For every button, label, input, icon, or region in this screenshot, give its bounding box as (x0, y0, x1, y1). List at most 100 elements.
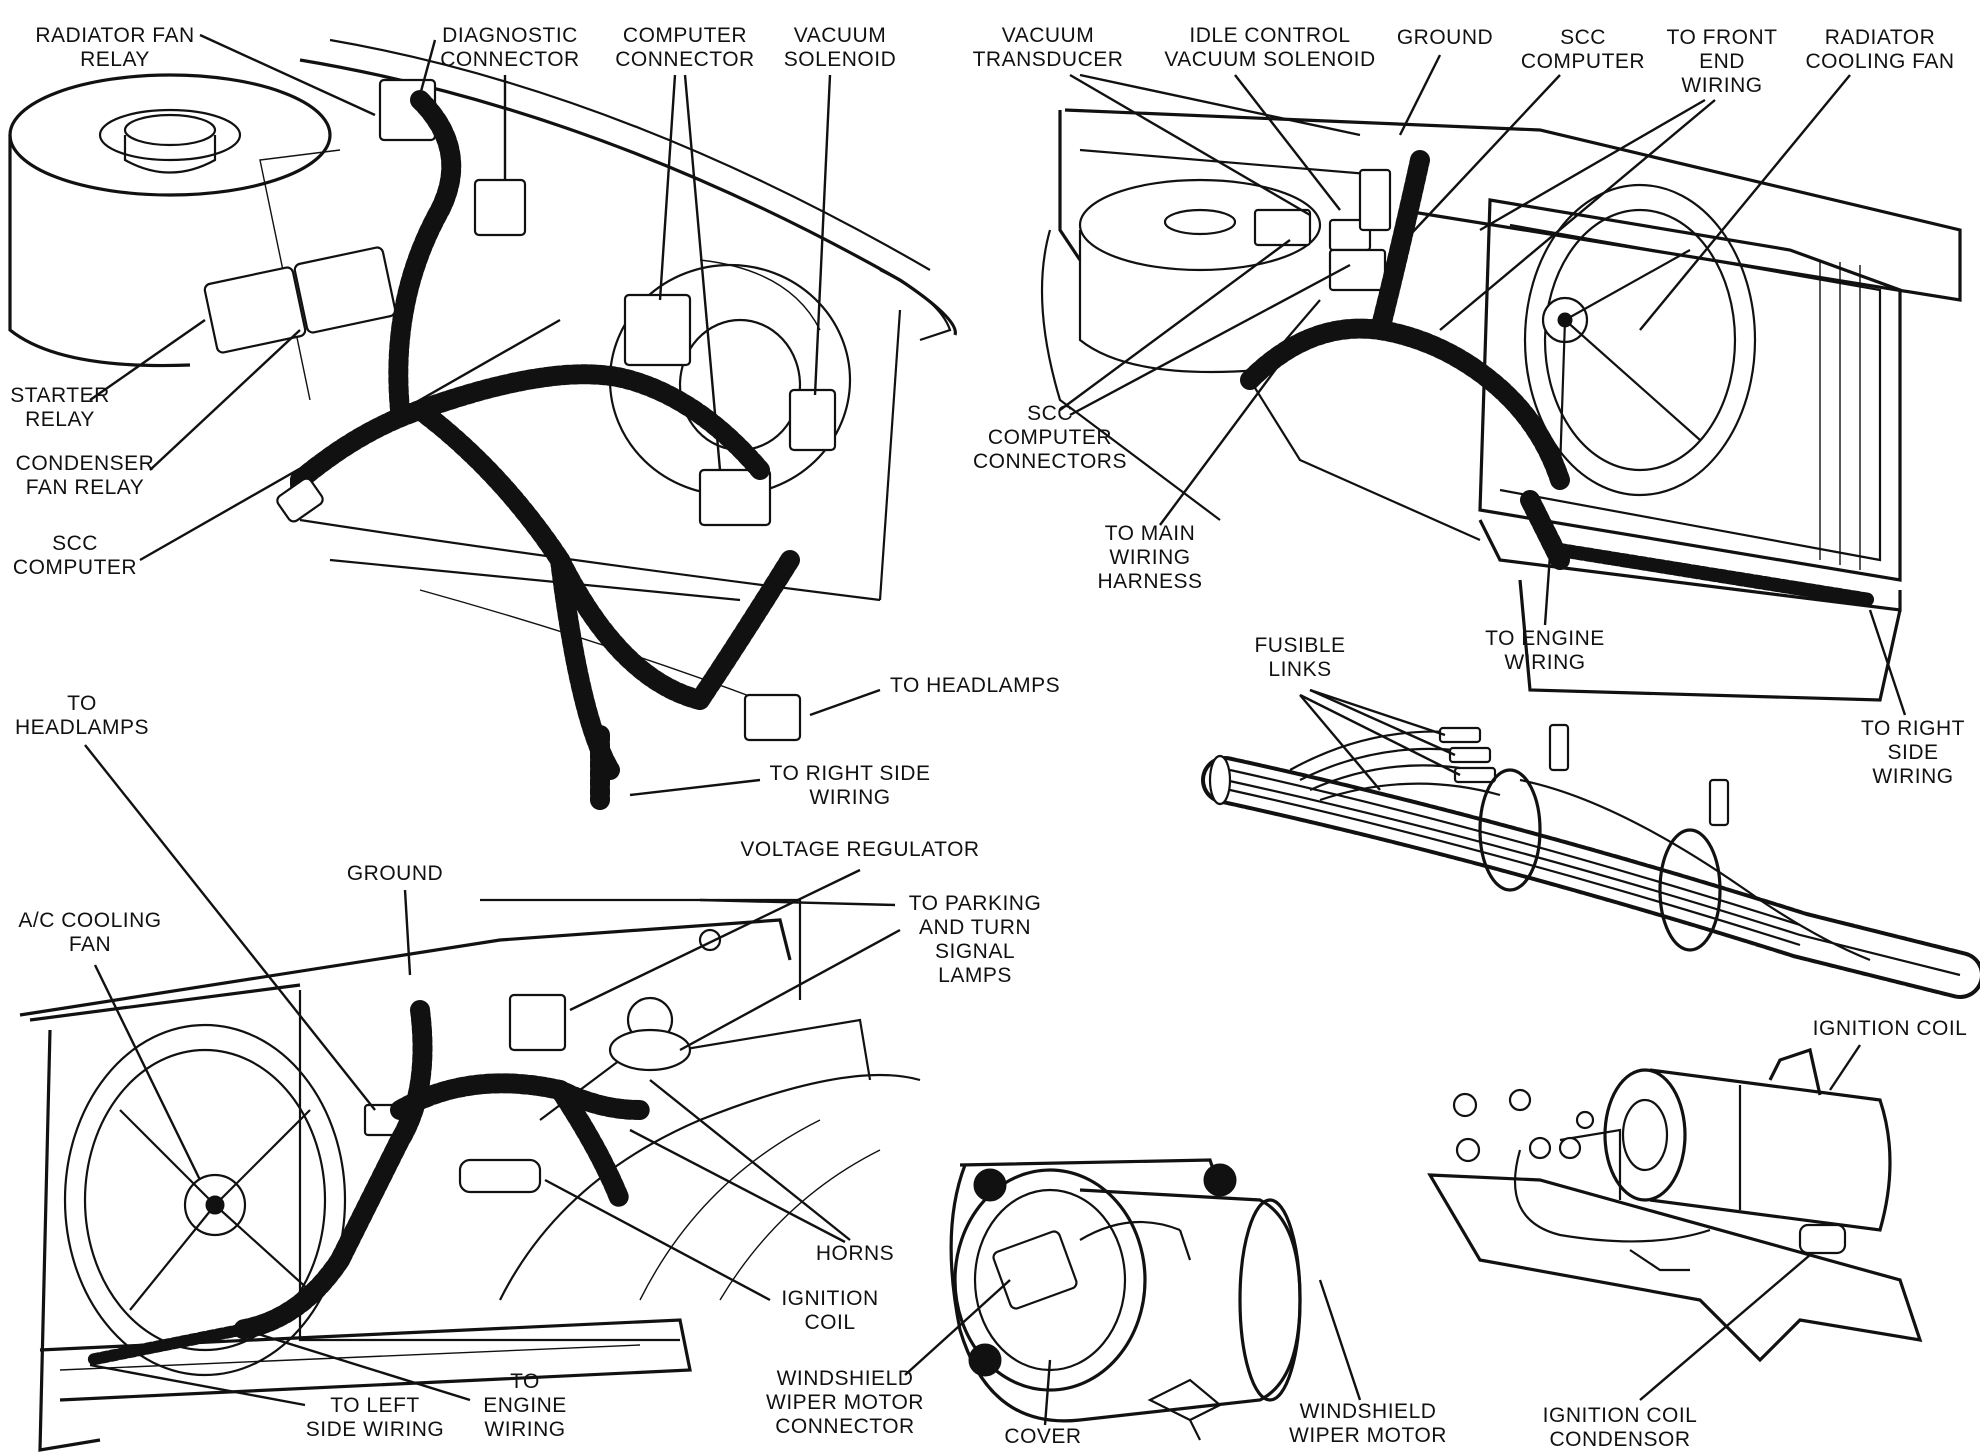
svg-text:AND TURN: AND TURN (919, 916, 1031, 939)
svg-text:FAN: FAN (69, 933, 111, 956)
svg-text:WINDSHIELD: WINDSHIELD (777, 1367, 914, 1390)
leader-horns-b (629, 1128, 846, 1244)
label-computer-connector: COMPUTER CONNECTOR (615, 24, 754, 71)
label-fusible-links: FUSIBLE LINKS (1254, 634, 1345, 681)
svg-text:GROUND: GROUND (347, 862, 443, 885)
svg-text:GROUND: GROUND (1397, 26, 1493, 49)
label-scc-computer-top: SCC COMPUTER (1521, 26, 1645, 73)
label-voltage-regulator: VOLTAGE REGULATOR (740, 838, 979, 861)
leader-to-front-end-b (1439, 99, 1716, 331)
fusible-links-illustration (1201, 723, 1980, 999)
svg-text:TO RIGHT SIDE: TO RIGHT SIDE (770, 762, 931, 785)
leader-to-headlamps-right (809, 688, 881, 717)
svg-text:COMPUTER: COMPUTER (13, 556, 137, 579)
svg-text:TO LEFT: TO LEFT (330, 1394, 419, 1417)
leader-diagnostic-connector-b (418, 39, 437, 96)
svg-text:TO RIGHT: TO RIGHT (1861, 717, 1965, 740)
svg-text:WIRING: WIRING (1504, 651, 1585, 674)
svg-text:RELAY: RELAY (80, 48, 150, 71)
leader-to-right-side-wiring-mid (629, 778, 761, 797)
leader-vacuum-solenoid (813, 74, 832, 396)
leader-fusible-links-c (1299, 693, 1461, 777)
label-to-headlamps-right: TO HEADLAMPS (890, 674, 1060, 697)
svg-text:HARNESS: HARNESS (1097, 570, 1202, 593)
leader-wiper-motor (1318, 1279, 1362, 1401)
leader-ignition-coil-mid (544, 1178, 771, 1302)
label-ac-cooling-fan: A/C COOLING FAN (18, 909, 161, 956)
svg-text:TRANSDUCER: TRANSDUCER (973, 48, 1124, 71)
svg-text:FUSIBLE: FUSIBLE (1254, 634, 1345, 657)
svg-text:DIAGNOSTIC: DIAGNOSTIC (442, 24, 578, 47)
leader-to-headlamps-left (84, 744, 376, 1111)
leader-to-parking-a (699, 898, 896, 907)
svg-text:CONDENSER: CONDENSER (16, 452, 155, 475)
label-horns: HORNS (816, 1242, 894, 1265)
svg-text:TO: TO (67, 692, 97, 715)
svg-text:WIPER MOTOR: WIPER MOTOR (1289, 1424, 1447, 1447)
svg-text:RELAY: RELAY (25, 408, 95, 431)
leader-ground-top (1398, 54, 1442, 136)
label-to-left-side-wiring: TO LEFT SIDE WIRING (306, 1394, 445, 1441)
svg-text:HEADLAMPS: HEADLAMPS (15, 716, 149, 739)
leader-fusible-links-d (1299, 694, 1381, 791)
svg-text:VACUUM: VACUUM (794, 24, 886, 47)
wiper-motor-illustration (949, 1158, 1302, 1441)
label-cover: COVER (1004, 1425, 1081, 1448)
label-to-right-side-wiring-far: TO RIGHT SIDE WIRING (1861, 717, 1965, 788)
leader-wiper-motor-connector (904, 1279, 1011, 1376)
label-starter-relay: STARTER RELAY (10, 384, 110, 431)
label-wiper-motor: WINDSHIELD WIPER MOTOR (1289, 1400, 1447, 1447)
svg-text:CONNECTORS: CONNECTORS (973, 450, 1127, 473)
label-to-right-side-wiring-mid: TO RIGHT SIDE WIRING (770, 762, 931, 809)
svg-text:WINDSHIELD: WINDSHIELD (1300, 1400, 1437, 1423)
svg-text:SOLENOID: SOLENOID (784, 48, 897, 71)
svg-text:CONNECTOR: CONNECTOR (615, 48, 754, 71)
label-to-main-wiring-harness: TO MAIN WIRING HARNESS (1097, 522, 1202, 593)
svg-text:COMPUTER: COMPUTER (1521, 50, 1645, 73)
label-ignition-coil-right: IGNITION COIL (1813, 1017, 1967, 1040)
leader-scc-computer-left (139, 318, 561, 562)
svg-text:SIDE WIRING: SIDE WIRING (306, 1418, 445, 1441)
label-scc-computer-connectors: SCC COMPUTER CONNECTORS (973, 402, 1127, 473)
leader-starter-relay (89, 319, 206, 401)
leader-horns-a (649, 1079, 851, 1241)
svg-text:WIRING: WIRING (484, 1418, 565, 1441)
svg-text:RADIATOR FAN: RADIATOR FAN (35, 24, 194, 47)
leader-cover (1043, 1359, 1052, 1426)
svg-text:TO PARKING: TO PARKING (909, 892, 1042, 915)
leader-radiator-fan-relay (199, 33, 376, 117)
leader-vacuum-transducer-b (1079, 73, 1361, 137)
leader-computer-connector-a (658, 74, 677, 301)
leader-scc-computer-top (1409, 74, 1561, 236)
svg-text:A/C COOLING: A/C COOLING (18, 909, 161, 932)
svg-text:STARTER: STARTER (10, 384, 110, 407)
leader-scc-connectors-a (1059, 239, 1291, 411)
svg-text:HORNS: HORNS (816, 1242, 894, 1265)
svg-text:IGNITION: IGNITION (781, 1287, 878, 1310)
label-to-headlamps-left: TO HEADLAMPS (15, 692, 149, 739)
svg-text:SIDE: SIDE (1887, 741, 1938, 764)
leader-to-engine-wiring-bottom (244, 1328, 471, 1402)
svg-text:VACUUM SOLENOID: VACUUM SOLENOID (1164, 48, 1375, 71)
svg-text:SIGNAL: SIGNAL (935, 940, 1015, 963)
svg-text:TO MAIN: TO MAIN (1105, 522, 1196, 545)
leader-condenser-fan-relay (149, 329, 301, 471)
label-to-front-end-wiring: TO FRONT END WIRING (1667, 26, 1778, 97)
leader-ac-cooling-fan (93, 964, 202, 1181)
svg-text:LINKS: LINKS (1268, 658, 1331, 681)
front-end-left-illustration (19, 898, 921, 1452)
label-radiator-fan-relay: RADIATOR FAN RELAY (35, 24, 194, 71)
label-vacuum-transducer: VACUUM TRANSDUCER (973, 24, 1124, 71)
svg-text:CONNECTOR: CONNECTOR (440, 48, 579, 71)
svg-text:CONNECTOR: CONNECTOR (775, 1415, 914, 1438)
svg-text:IGNITION COIL: IGNITION COIL (1543, 1404, 1698, 1427)
label-vacuum-solenoid: VACUUM SOLENOID (784, 24, 897, 71)
label-to-engine-wiring-top: TO ENGINE WIRING (1485, 627, 1604, 674)
svg-text:TO FRONT: TO FRONT (1667, 26, 1778, 49)
leader-to-engine-wiring-top (1543, 554, 1552, 626)
label-ground-bottom: GROUND (347, 862, 443, 885)
svg-text:IDLE CONTROL: IDLE CONTROL (1189, 24, 1350, 47)
label-ground-top: GROUND (1397, 26, 1493, 49)
svg-text:COMPUTER: COMPUTER (623, 24, 747, 47)
